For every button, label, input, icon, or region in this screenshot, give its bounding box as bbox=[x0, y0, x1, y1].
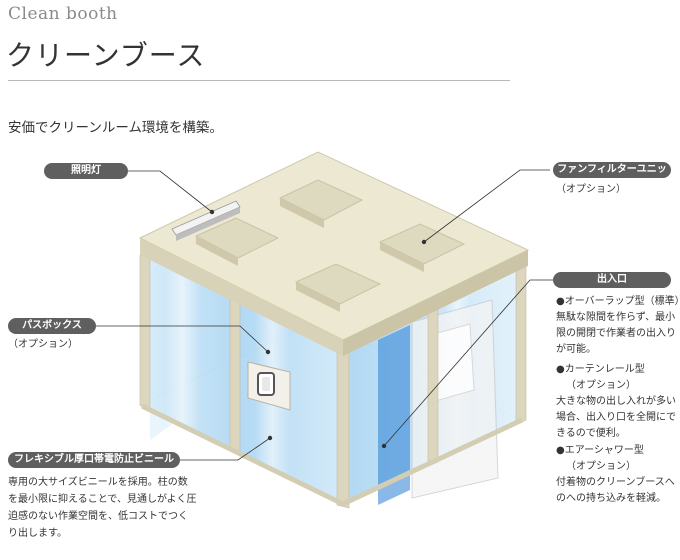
vinyl-desc-line: を最小限に抑えることで、見通しがよく圧 bbox=[8, 494, 197, 505]
entrance-item-desc: 付着物のクリーンブースへ bbox=[556, 477, 675, 488]
entrance-item-title: ●オーバーラップ型（標準） bbox=[556, 296, 680, 307]
left-vinyl-sheen-1 bbox=[165, 268, 200, 440]
entrance-item-desc: のへの持ち込みを軽減。 bbox=[556, 493, 666, 504]
passbox-note: （オプション） bbox=[8, 339, 78, 350]
subtitle-english: Clean booth bbox=[8, 4, 118, 24]
label-passbox: パスボックス bbox=[8, 318, 96, 334]
vinyl-description: 専用の大サイズビニールを採用。柱の数 を最小限に抑えることで、見通しがよく圧 迫… bbox=[8, 474, 198, 542]
pass-box bbox=[247, 361, 291, 411]
entrance-item-desc: 大きな物の出し入れが多い bbox=[556, 396, 676, 407]
entrance-item-sub: （オプション） bbox=[566, 380, 636, 391]
vinyl-desc-line: 迫感のない作業空間を、低コストでつく bbox=[8, 511, 188, 522]
entrance-item-desc: 無駄な隙間を作らず、最小 bbox=[556, 312, 676, 323]
entrance-item-sub: （オプション） bbox=[566, 461, 636, 472]
entrance-item-title: ●カーテンレール型 bbox=[556, 364, 645, 375]
label-vinyl: フレキシブル厚口帯電防止ビニール bbox=[8, 452, 180, 468]
fan-filter-units bbox=[194, 179, 466, 312]
lead-text: 安価でクリーンルーム環境を構築。 bbox=[8, 120, 223, 136]
entrance-item-desc: 場合、出入り口を全開にで bbox=[556, 412, 676, 423]
label-lighting: 照明灯 bbox=[44, 163, 128, 179]
entrance-item-desc: が可能。 bbox=[556, 344, 596, 355]
entrance-item-overlap: ●オーバーラップ型（標準） 無駄な隙間を作らず、最小 限の開閉で作業者の出入り … bbox=[556, 294, 680, 358]
roof bbox=[138, 151, 530, 356]
entrance-item-desc: 限の開閉で作業者の出入り bbox=[556, 328, 676, 339]
ffu-note: （オプション） bbox=[556, 184, 626, 195]
entrance-item-curtain-rail: ●カーテンレール型 （オプション） 大きな物の出し入れが多い 場合、出入り口を全… bbox=[556, 362, 680, 442]
entrance-item-air-shower: ●エアーシャワー型 （オプション） 付着物のクリーンブースへ のへの持ち込みを軽… bbox=[556, 443, 680, 507]
entrance-item-desc: きるので便利。 bbox=[556, 428, 626, 439]
lighting-fixture bbox=[171, 200, 241, 241]
bottom-rails bbox=[140, 403, 524, 507]
title-divider bbox=[8, 80, 510, 81]
page-title: クリーンブース bbox=[6, 39, 206, 72]
label-ffu: ファンフィルターユニット bbox=[553, 162, 671, 191]
frame-posts bbox=[139, 254, 527, 509]
leader-lines bbox=[96, 169, 554, 461]
entrance-item-title: ●エアーシャワー型 bbox=[556, 445, 644, 456]
label-entrance: 出入口 bbox=[553, 272, 671, 288]
vinyl-desc-line: 専用の大サイズビニールを採用。柱の数 bbox=[8, 477, 188, 488]
vinyl-desc-line: り出します。 bbox=[8, 528, 67, 539]
